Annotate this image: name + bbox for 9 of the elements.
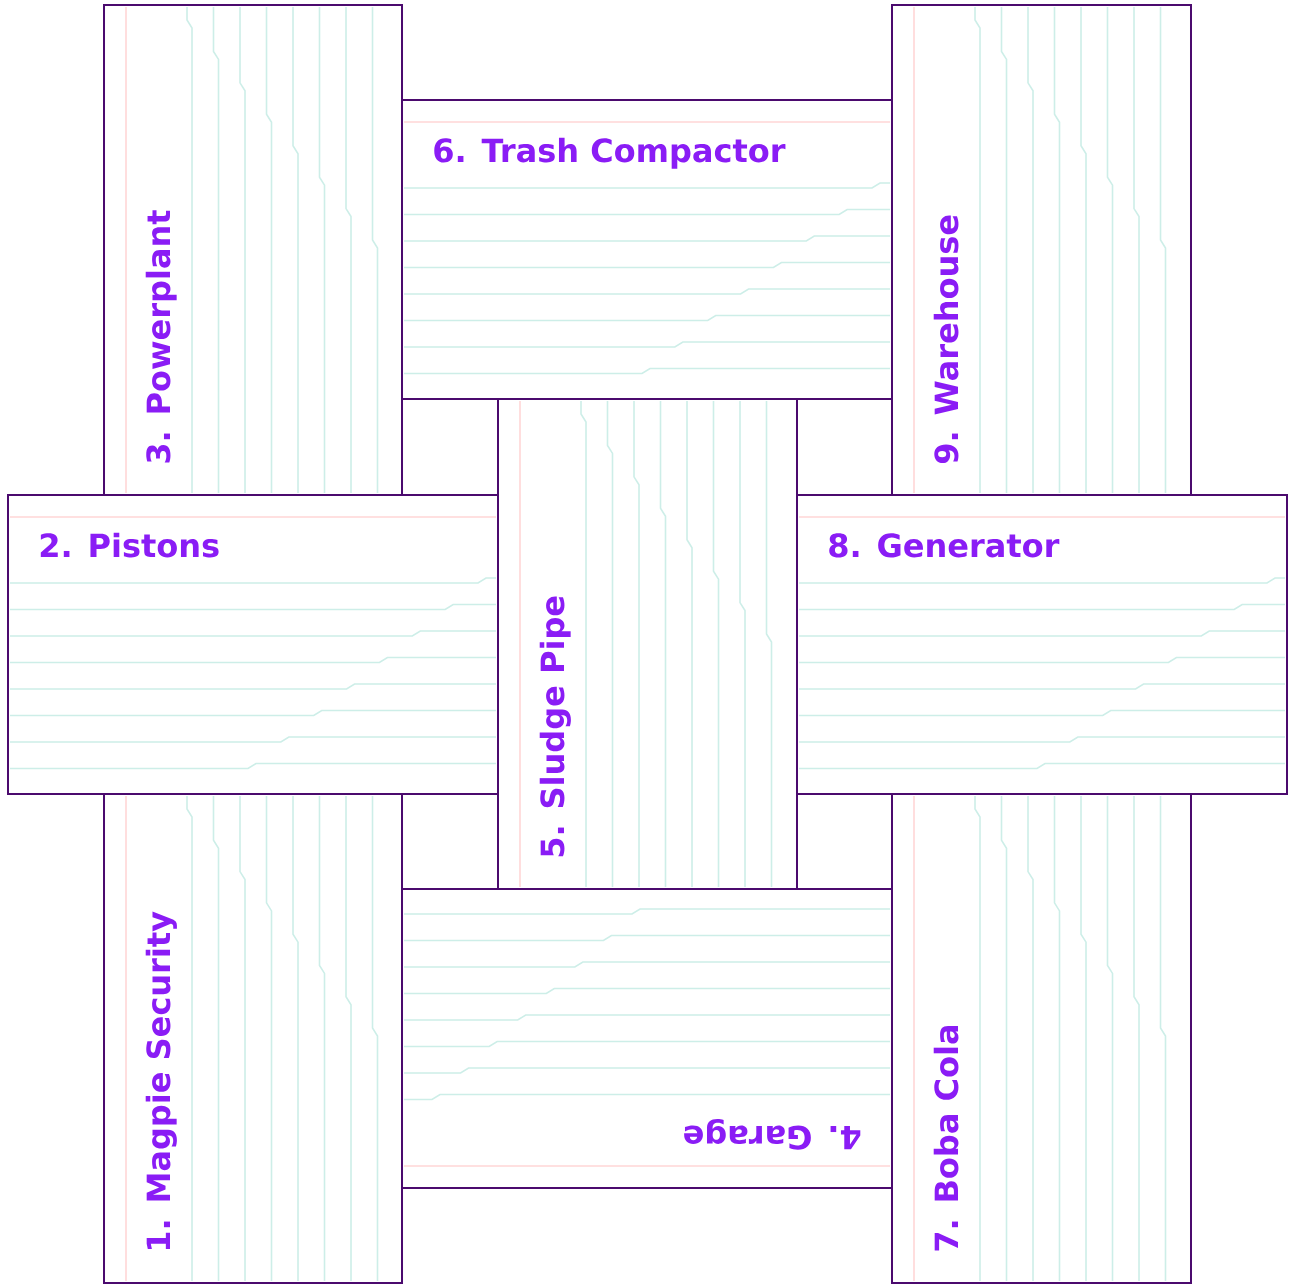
ruled-card: 6. Trash Compactor bbox=[401, 99, 893, 400]
ruled-card: 9. Warehouse bbox=[891, 4, 1192, 496]
ruled-card: 7. Boba Cola bbox=[891, 793, 1192, 1284]
ruled-card: 3. Powerplant bbox=[103, 4, 403, 496]
ruled-card: 2. Pistons bbox=[7, 494, 499, 795]
ruled-card: 4. Garage bbox=[401, 888, 893, 1189]
ruled-card: 8. Generator bbox=[796, 494, 1288, 795]
ruled-card: 5. Sludge Pipe bbox=[497, 398, 798, 890]
ruled-card: 1. Magpie Security bbox=[103, 793, 403, 1284]
